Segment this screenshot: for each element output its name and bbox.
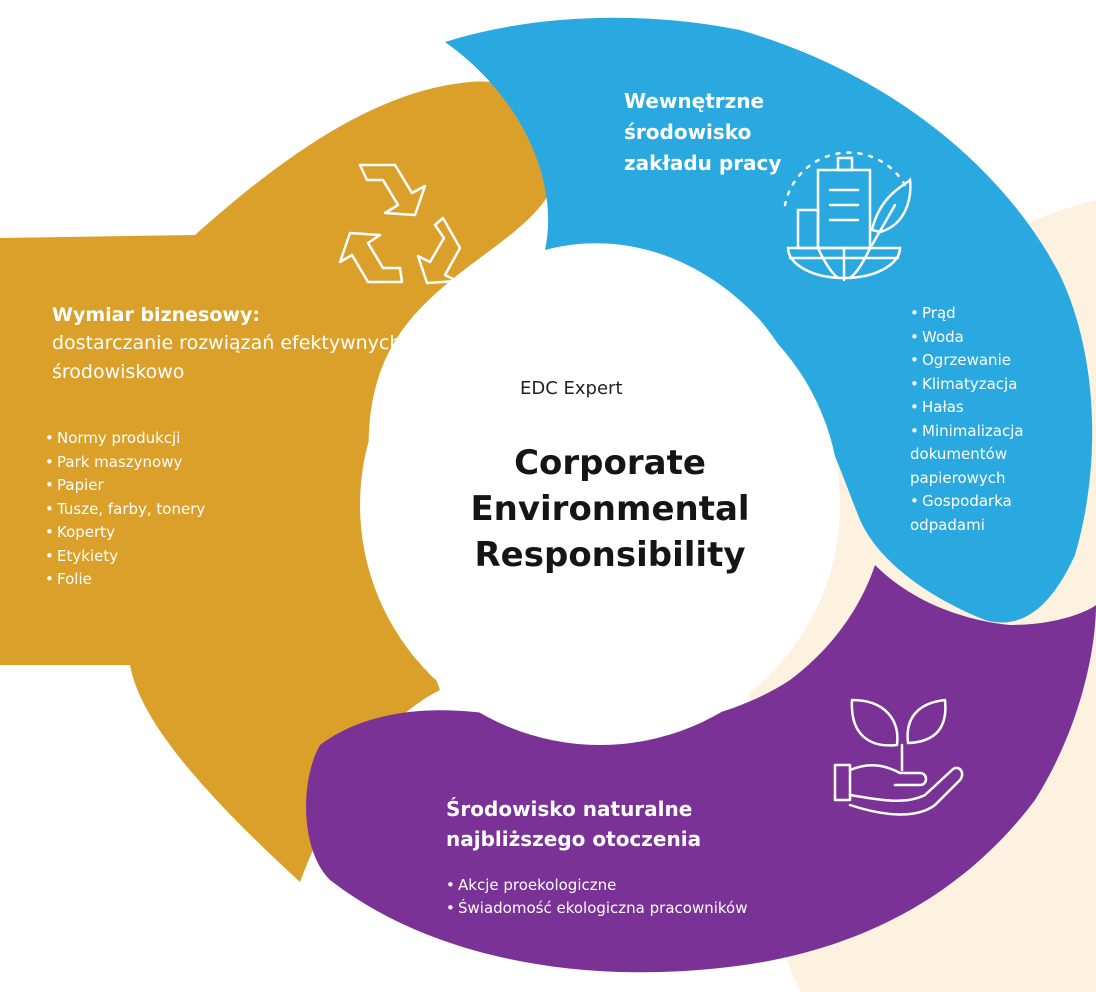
business-items-list: •Normy produkcji•Park maszynowy•Papier•T…	[45, 427, 205, 592]
business-item: •Park maszynowy	[45, 451, 205, 475]
bullet-dot: •	[910, 327, 919, 346]
nature-item: •Świadomość ekologiczna pracowników	[446, 897, 748, 920]
bullet-dot: •	[910, 304, 919, 322]
bullet-dot: •	[45, 546, 54, 565]
bullet-dot: •	[446, 899, 455, 917]
workplace-items-list: •Prąd•Woda•Ogrzewanie•Klimatyzacja•Hałas…	[910, 302, 1024, 537]
workplace-item-label: Hałas	[922, 398, 964, 416]
workplace-item: •Klimatyzacja	[910, 373, 1024, 397]
bullet-dot: •	[45, 476, 54, 494]
bullet-dot: •	[910, 351, 919, 369]
center-circle	[360, 265, 840, 745]
bullet-dot: •	[45, 499, 54, 518]
nature-segment-title: Środowisko naturalne najbliższego otocze…	[446, 797, 702, 851]
business-item: •Koperty	[45, 521, 205, 545]
nature-item-label: Akcje proekologiczne	[458, 876, 617, 894]
hand-sprout-icon	[833, 698, 964, 816]
bullet-dot: •	[910, 374, 919, 393]
bullet-dot: •	[45, 452, 54, 471]
bullet-dot: •	[446, 876, 455, 894]
bullet-dot: •	[910, 398, 919, 416]
recycle-icon	[338, 163, 462, 285]
eco-building-icon	[783, 151, 912, 282]
center-title: Corporate Environmental Responsibility	[470, 443, 750, 575]
workplace-item-label: Klimatyzacja	[922, 374, 1018, 393]
center-subtitle: EDC Expert	[520, 378, 623, 399]
business-item: •Papier	[45, 474, 205, 498]
bullet-dot: •	[910, 492, 919, 510]
bullet-dot: •	[910, 421, 919, 440]
workplace-item-label: Woda	[922, 327, 964, 346]
nature-items-list: •Akcje proekologiczne•Świadomość ekologi…	[446, 874, 748, 920]
business-item: •Tusze, farby, tonery	[45, 498, 205, 522]
workplace-item-label: Prąd	[922, 304, 956, 322]
business-item: •Etykiety	[45, 545, 205, 569]
nature-item: •Akcje proekologiczne	[446, 874, 748, 897]
bullet-dot: •	[45, 429, 54, 447]
workplace-item: •Ogrzewanie	[910, 349, 1024, 373]
business-item: •Normy produkcji	[45, 427, 205, 451]
business-item: •Folie	[45, 568, 205, 592]
segment-business	[0, 81, 556, 882]
business-segment-title: Wymiar biznesowy:	[52, 304, 260, 326]
business-segment-subtitle: dostarczanie rozwiązań efektywnych środo…	[52, 332, 402, 383]
business-item-label: Park maszynowy	[57, 452, 183, 471]
workplace-item-label: Minimalizacja dokumentów papierowych	[910, 421, 1024, 487]
business-item-label: Tusze, farby, tonery	[57, 499, 206, 518]
workplace-item: •Gospodarka odpadami	[910, 490, 1024, 537]
segment-nature	[306, 565, 1096, 973]
workplace-item: •Prąd	[910, 302, 1024, 326]
business-item-label: Koperty	[57, 523, 115, 541]
business-item-label: Normy produkcji	[57, 429, 181, 447]
segment-workplace	[445, 17, 1093, 623]
business-item-label: Papier	[57, 476, 104, 494]
workplace-item: •Minimalizacja dokumentów papierowych	[910, 420, 1024, 491]
workplace-item: •Hałas	[910, 396, 1024, 420]
bullet-dot: •	[45, 570, 54, 588]
business-item-label: Etykiety	[57, 546, 119, 565]
nature-item-label: Świadomość ekologiczna pracowników	[458, 899, 748, 917]
bullet-dot: •	[45, 523, 54, 541]
workplace-item-label: Gospodarka odpadami	[910, 492, 1012, 534]
workplace-segment-title: Wewnętrzne środowisko zakładu pracy	[624, 89, 782, 175]
workplace-item-label: Ogrzewanie	[922, 351, 1011, 369]
business-item-label: Folie	[57, 570, 92, 588]
workplace-item: •Woda	[910, 326, 1024, 350]
